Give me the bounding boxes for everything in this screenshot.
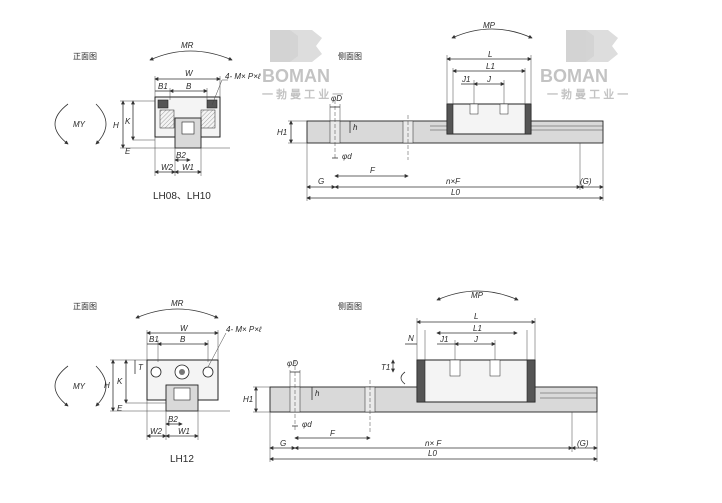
side-view-title: 侧面图 xyxy=(338,51,362,61)
label-phiD: φD xyxy=(287,359,298,368)
label-L0: L0 xyxy=(451,188,460,197)
label-E: E xyxy=(117,404,123,413)
label-L1: L1 xyxy=(473,324,482,333)
label-MR: MR xyxy=(171,299,184,308)
label-F: F xyxy=(370,166,376,175)
watermark-brand: BOMAN xyxy=(540,66,608,86)
label-T: T xyxy=(138,363,144,372)
label-K: K xyxy=(125,117,131,126)
top-side-view: 侧面图 MP L L1 J J1 xyxy=(277,21,604,201)
label-J: J xyxy=(486,75,492,84)
label-L: L xyxy=(474,312,478,321)
top-front-view: 正面图 MR MY W B B1 4- M× P×ℓ xyxy=(54,41,261,202)
watermark-brand: BOMAN xyxy=(262,66,330,86)
label-J1: J1 xyxy=(461,75,470,84)
label-B2: B2 xyxy=(168,415,178,424)
label-M: 4- M× P×ℓ xyxy=(226,325,262,334)
label-h: h xyxy=(315,389,320,398)
label-W: W xyxy=(180,324,189,333)
watermark-chinese: 一 勃 曼 工 业 一 xyxy=(547,87,628,101)
label-G: G xyxy=(318,177,324,186)
label-T1: T1 xyxy=(381,363,390,372)
label-F: F xyxy=(330,429,336,438)
label-h: h xyxy=(353,123,358,132)
label-J1: J1 xyxy=(439,335,448,344)
label-phid: φd xyxy=(342,152,352,161)
label-W2: W2 xyxy=(161,163,174,172)
label-K: K xyxy=(117,377,123,386)
label-B: B xyxy=(180,335,186,344)
label-MP: MP xyxy=(483,21,496,30)
label-B1: B1 xyxy=(158,82,168,91)
label-H: H xyxy=(113,121,119,130)
label-L0: L0 xyxy=(428,449,437,458)
label-B2: B2 xyxy=(176,151,186,160)
label-W1: W1 xyxy=(178,427,190,436)
label-nF: n×F xyxy=(446,177,461,186)
label-MY: MY xyxy=(73,120,86,129)
label-M: 4- M× P×ℓ xyxy=(225,72,261,81)
label-G-paren: (G) xyxy=(577,439,589,448)
label-MY: MY xyxy=(73,382,86,391)
front-view-title: 正面图 xyxy=(73,52,97,61)
label-B1: B1 xyxy=(149,335,159,344)
side-block xyxy=(446,103,532,135)
label-B: B xyxy=(186,82,192,91)
bottom-front-view: 正面图 MR MY W B B1 4- M× P×ℓ xyxy=(54,299,262,465)
label-N: N xyxy=(408,334,414,343)
label-L1: L1 xyxy=(486,62,495,71)
label-L: L xyxy=(488,50,492,59)
label-J: J xyxy=(473,335,479,344)
label-W1: W1 xyxy=(182,163,194,172)
watermark-logo-right: BOMAN 一 勃 曼 工 业 一 xyxy=(540,30,628,101)
label-G-paren: (G) xyxy=(580,177,592,186)
front-view-title: 正面图 xyxy=(73,302,97,311)
side-view-title: 侧面图 xyxy=(338,301,362,311)
label-phiD: φD xyxy=(331,94,342,103)
watermark-logo-left: BOMAN 一 勃 曼 工 业 一 xyxy=(262,30,343,101)
label-MP: MP xyxy=(471,291,484,300)
label-MR: MR xyxy=(181,41,194,50)
label-nF: n× F xyxy=(425,439,442,448)
label-E: E xyxy=(125,147,131,156)
label-phid: φd xyxy=(302,420,312,429)
label-W2: W2 xyxy=(150,427,163,436)
label-H1: H1 xyxy=(243,395,253,404)
caption-lh12: LH12 xyxy=(170,454,194,465)
side-block xyxy=(416,359,536,403)
label-H: H xyxy=(104,381,110,390)
watermark-chinese: 一 勃 曼 工 业 一 xyxy=(262,87,343,101)
label-H1: H1 xyxy=(277,128,287,137)
caption-lh08-lh10: LH08、LH10 xyxy=(153,191,211,202)
bottom-side-view: 侧面图 MP L L1 J J1 N xyxy=(243,290,598,462)
label-W: W xyxy=(185,69,194,78)
label-G: G xyxy=(280,439,286,448)
